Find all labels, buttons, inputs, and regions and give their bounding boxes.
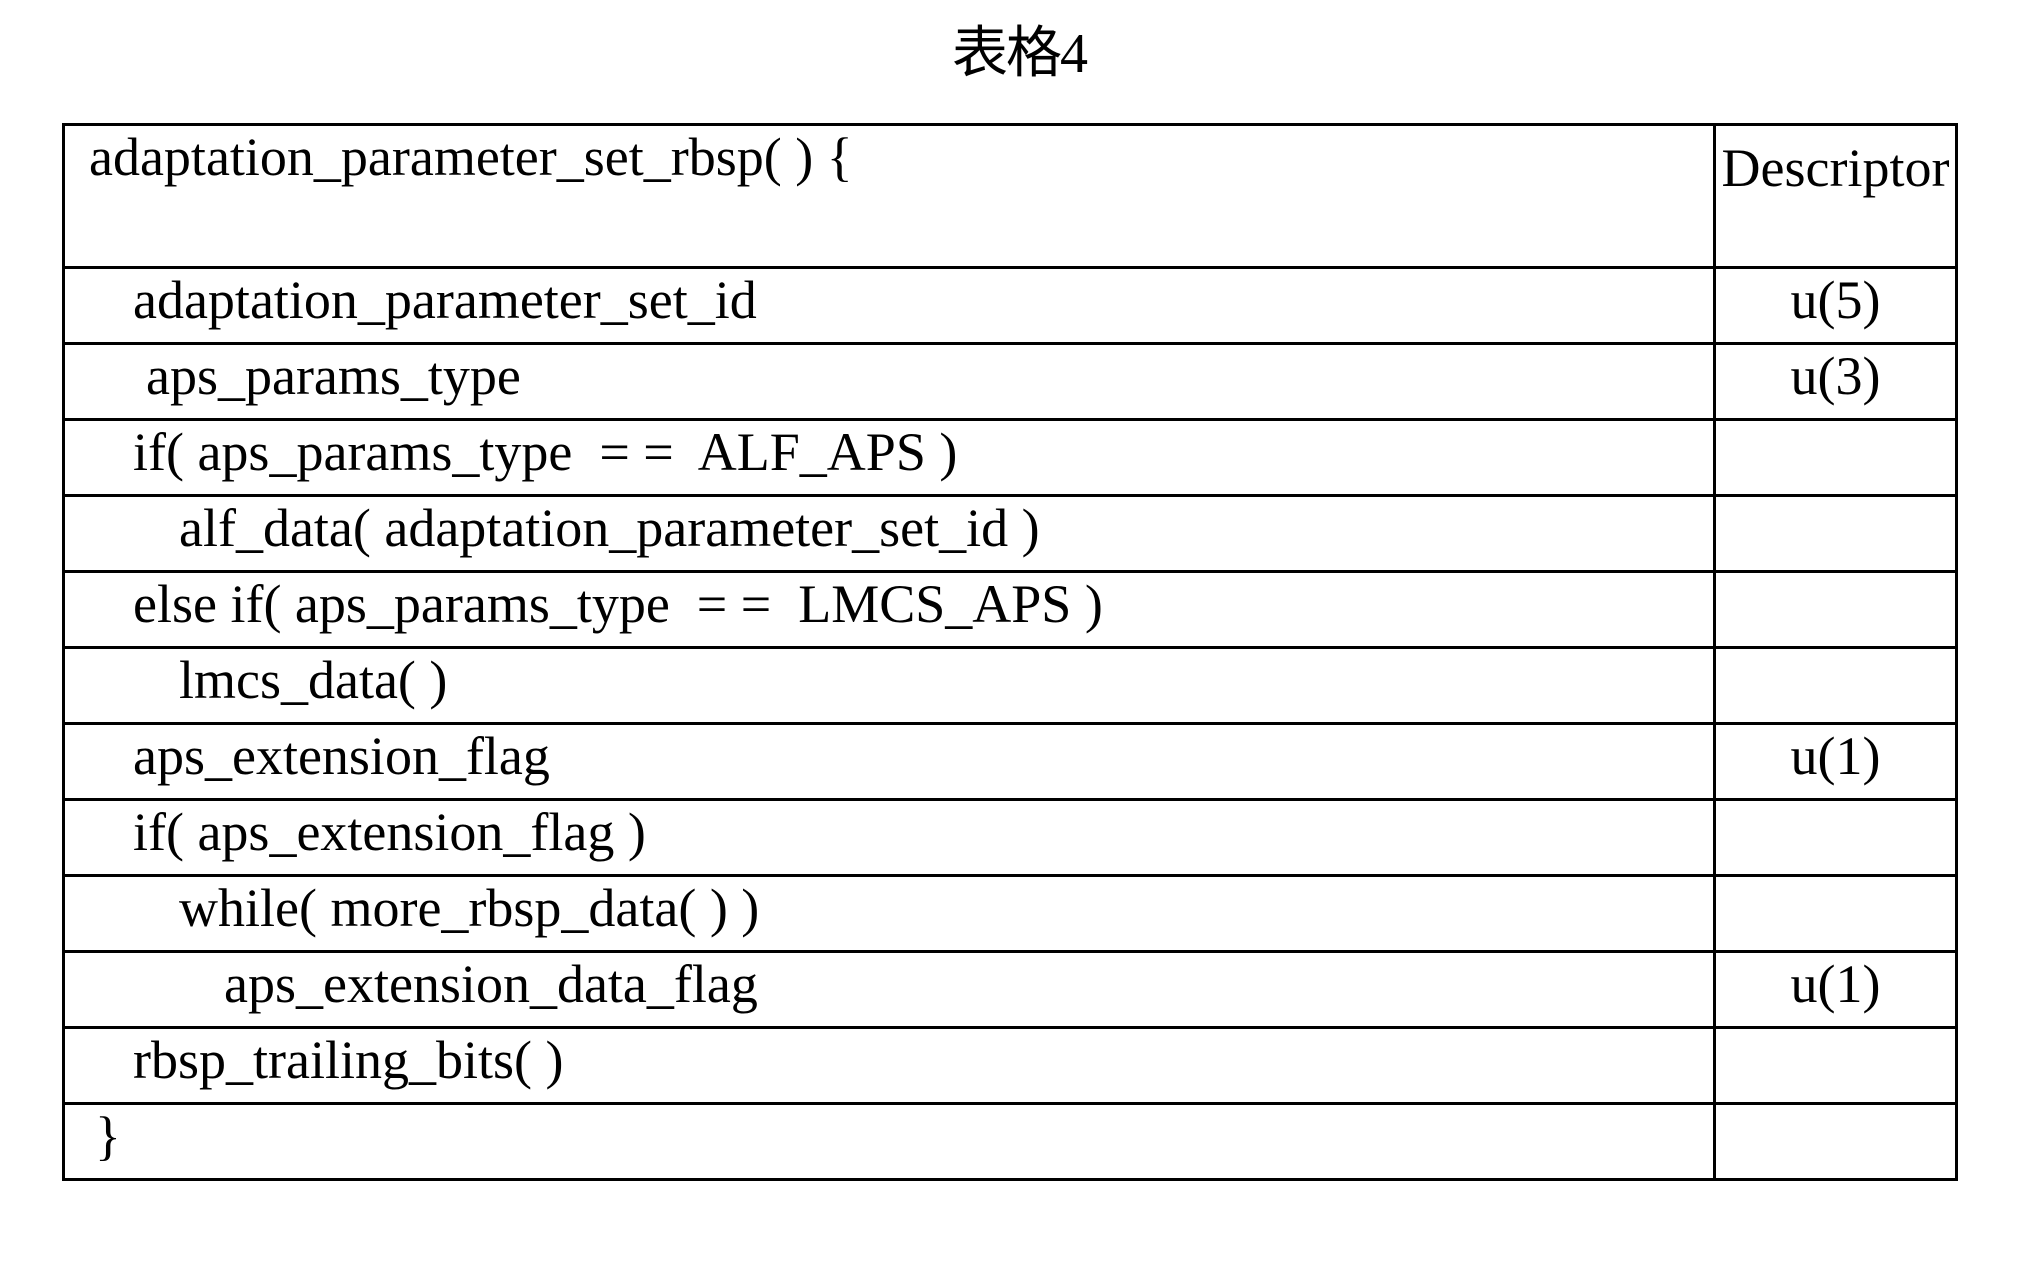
syntax-cell: rbsp_trailing_bits( ) bbox=[62, 1026, 1716, 1105]
descriptor-cell bbox=[1713, 570, 1958, 649]
syntax-cell: } bbox=[62, 1102, 1716, 1181]
syntax-cell: aps_extension_data_flag bbox=[62, 950, 1716, 1029]
descriptor-cell: u(3) bbox=[1713, 342, 1958, 421]
table-row: if( aps_params_type = = ALF_APS ) bbox=[62, 418, 1958, 497]
descriptor-cell bbox=[1713, 874, 1958, 953]
syntax-cell: if( aps_extension_flag ) bbox=[62, 798, 1716, 877]
descriptor-cell bbox=[1713, 494, 1958, 573]
syntax-table: adaptation_parameter_set_rbsp( ) { Descr… bbox=[62, 123, 1958, 1181]
descriptor-cell: u(1) bbox=[1713, 722, 1958, 801]
syntax-cell: aps_extension_flag bbox=[62, 722, 1716, 801]
table-row: alf_data( adaptation_parameter_set_id ) bbox=[62, 494, 1958, 573]
syntax-cell: if( aps_params_type = = ALF_APS ) bbox=[62, 418, 1716, 497]
syntax-cell: alf_data( adaptation_parameter_set_id ) bbox=[62, 494, 1716, 573]
table-row: lmcs_data( ) bbox=[62, 646, 1958, 725]
descriptor-cell: u(1) bbox=[1713, 950, 1958, 1029]
syntax-cell: lmcs_data( ) bbox=[62, 646, 1716, 725]
table-row: while( more_rbsp_data( ) ) bbox=[62, 874, 1958, 953]
table-row: adaptation_parameter_set_id u(5) bbox=[62, 266, 1958, 345]
syntax-cell: else if( aps_params_type = = LMCS_APS ) bbox=[62, 570, 1716, 649]
syntax-cell: while( more_rbsp_data( ) ) bbox=[62, 874, 1716, 953]
descriptor-cell bbox=[1713, 1102, 1958, 1181]
table-row: aps_extension_flag u(1) bbox=[62, 722, 1958, 801]
descriptor-cell bbox=[1713, 1026, 1958, 1105]
header-descriptor-cell: Descriptor bbox=[1713, 123, 1958, 269]
table-row: rbsp_trailing_bits( ) bbox=[62, 1026, 1958, 1105]
table-row: } bbox=[62, 1102, 1958, 1181]
descriptor-cell bbox=[1713, 646, 1958, 725]
syntax-cell: adaptation_parameter_set_id bbox=[62, 266, 1716, 345]
table-row: aps_extension_data_flag u(1) bbox=[62, 950, 1958, 1029]
table-header-row: adaptation_parameter_set_rbsp( ) { Descr… bbox=[62, 123, 1958, 269]
descriptor-cell bbox=[1713, 798, 1958, 877]
table-row: else if( aps_params_type = = LMCS_APS ) bbox=[62, 570, 1958, 649]
table-row: if( aps_extension_flag ) bbox=[62, 798, 1958, 877]
table-title: 表格4 bbox=[952, 23, 1088, 85]
table-row: aps_params_type u(3) bbox=[62, 342, 1958, 421]
descriptor-cell bbox=[1713, 418, 1958, 497]
header-syntax-cell: adaptation_parameter_set_rbsp( ) { bbox=[62, 123, 1716, 269]
syntax-cell: aps_params_type bbox=[62, 342, 1716, 421]
descriptor-cell: u(5) bbox=[1713, 266, 1958, 345]
